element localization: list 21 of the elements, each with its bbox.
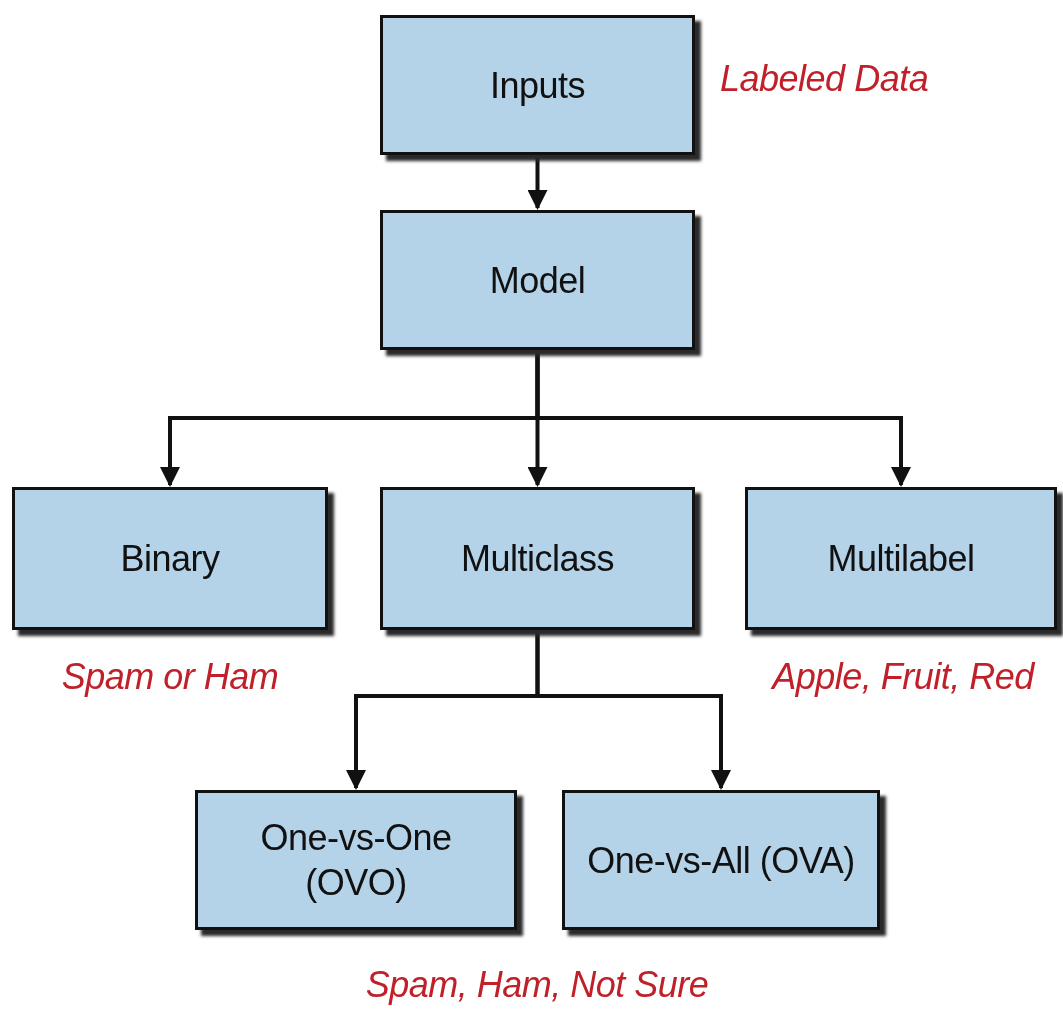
box-label: Model (489, 258, 586, 303)
example-note: Apple, Fruit, Red (772, 656, 1034, 698)
process-box (12, 487, 328, 630)
box-label: One-vs-One (OVO) (259, 816, 453, 905)
process-box (380, 210, 695, 350)
process-box (745, 487, 1057, 630)
box-label: Inputs (489, 63, 586, 108)
box-label: Multiclass (461, 537, 614, 581)
arrow (535, 350, 911, 487)
example-note: Spam, Ham, Not Sure (365, 964, 709, 1006)
box-label: Binary (120, 537, 220, 581)
example-note: Spam or Ham (61, 656, 279, 698)
example-note: Labeled Data (720, 58, 929, 100)
process-box (380, 487, 695, 630)
process-box (380, 15, 695, 155)
process-box (562, 790, 880, 930)
box-label: One-vs-All (OVA) (587, 838, 855, 883)
arrow (535, 630, 731, 790)
box-label: Multilabel (827, 537, 975, 581)
arrow (527, 155, 548, 210)
process-box (195, 790, 517, 930)
